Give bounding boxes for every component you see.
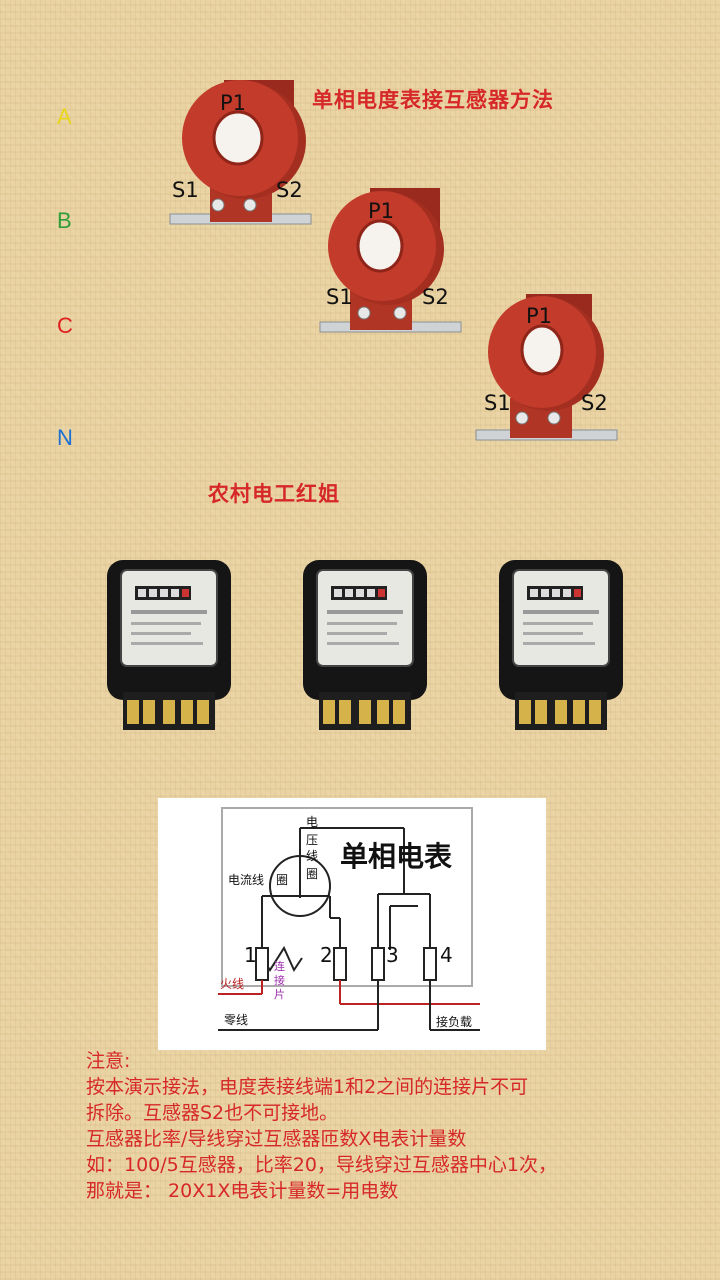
live-wire-label: 火线 bbox=[220, 977, 244, 991]
wiring-diagram-svg: 单相电表 电 压 线 圈 电流线 圈 1 2 3 4 连 接 片 火线 零线 接… bbox=[218, 807, 480, 1031]
note-line: 拆除。互感器S2也不可接地。 bbox=[86, 1102, 339, 1124]
ct-label-s1: S1 bbox=[172, 178, 199, 202]
phase-label-a: A bbox=[57, 104, 72, 129]
voltage-coil-char-3: 线 bbox=[306, 849, 318, 863]
note-line: 如：100/5互感器，比率20，导线穿过互感器中心1次， bbox=[86, 1154, 558, 1176]
neutral-wire-label: 零线 bbox=[224, 1013, 248, 1027]
energy-meter-2 bbox=[301, 558, 429, 733]
diagram-title: 单相电表 bbox=[340, 840, 452, 873]
phase-label-n: N bbox=[57, 425, 73, 450]
energy-meter-icon bbox=[107, 560, 231, 730]
terminal-1: 1 bbox=[244, 943, 257, 967]
ct-label-s1: S1 bbox=[484, 391, 511, 415]
note-line: 那就是： 20X1X电表计量数=用电数 bbox=[86, 1180, 399, 1202]
energy-meter-icon bbox=[499, 560, 623, 730]
phase-label-b: B bbox=[57, 208, 72, 233]
current-transformer-icon bbox=[319, 188, 462, 333]
energy-meter-1 bbox=[105, 558, 233, 733]
current-transformer-icon bbox=[475, 294, 618, 441]
current-coil-label: 电流线 bbox=[228, 873, 264, 887]
current-transformer-1: P1 S1 S2 bbox=[168, 78, 313, 238]
ct-label-p1: P1 bbox=[368, 199, 395, 223]
jumper-char-2: 接 bbox=[274, 974, 285, 987]
page-title: 单相电度表接互感器方法 bbox=[312, 88, 554, 112]
ct-label-s2: S2 bbox=[422, 285, 449, 309]
notes-block: 注意: 按本演示接法，电度表接线端1和2之间的连接片不可 拆除。互感器S2也不可… bbox=[86, 1048, 706, 1204]
load-label: 接负载 bbox=[436, 1014, 472, 1029]
energy-meter-3 bbox=[497, 558, 625, 733]
current-transformer-icon bbox=[169, 80, 312, 225]
note-line: 注意: bbox=[86, 1050, 131, 1072]
author-credit: 农村电工红姐 bbox=[208, 482, 340, 506]
current-transformer-2: P1 S1 S2 bbox=[318, 186, 463, 346]
ct-label-s2: S2 bbox=[581, 391, 608, 415]
terminal-2: 2 bbox=[320, 943, 333, 967]
terminal-4: 4 bbox=[440, 943, 453, 967]
current-transformer-3: P1 S1 S2 bbox=[474, 292, 619, 452]
phase-label-c: C bbox=[57, 313, 73, 338]
voltage-coil-char-1: 电 bbox=[306, 815, 318, 829]
jumper-char-3: 片 bbox=[274, 988, 285, 1001]
ct-label-s1: S1 bbox=[326, 285, 353, 309]
note-line: 按本演示接法，电度表接线端1和2之间的连接片不可 bbox=[86, 1076, 529, 1098]
ct-label-p1: P1 bbox=[526, 304, 553, 328]
voltage-coil-char-4: 圈 bbox=[306, 867, 318, 881]
energy-meter-icon bbox=[303, 560, 427, 730]
wiring-diagram: 单相电表 电 压 线 圈 电流线 圈 1 2 3 4 连 接 片 火线 零线 接… bbox=[158, 798, 546, 1050]
ct-label-s2: S2 bbox=[276, 178, 303, 202]
ct-label-p1: P1 bbox=[220, 91, 247, 115]
voltage-coil-char-2: 压 bbox=[306, 833, 318, 847]
terminal-3: 3 bbox=[386, 943, 399, 967]
current-coil-end-label: 圈 bbox=[276, 873, 288, 887]
jumper-char-1: 连 bbox=[274, 960, 285, 973]
note-line: 互感器比率/导线穿过互感器匝数X电表计量数 bbox=[86, 1128, 467, 1150]
